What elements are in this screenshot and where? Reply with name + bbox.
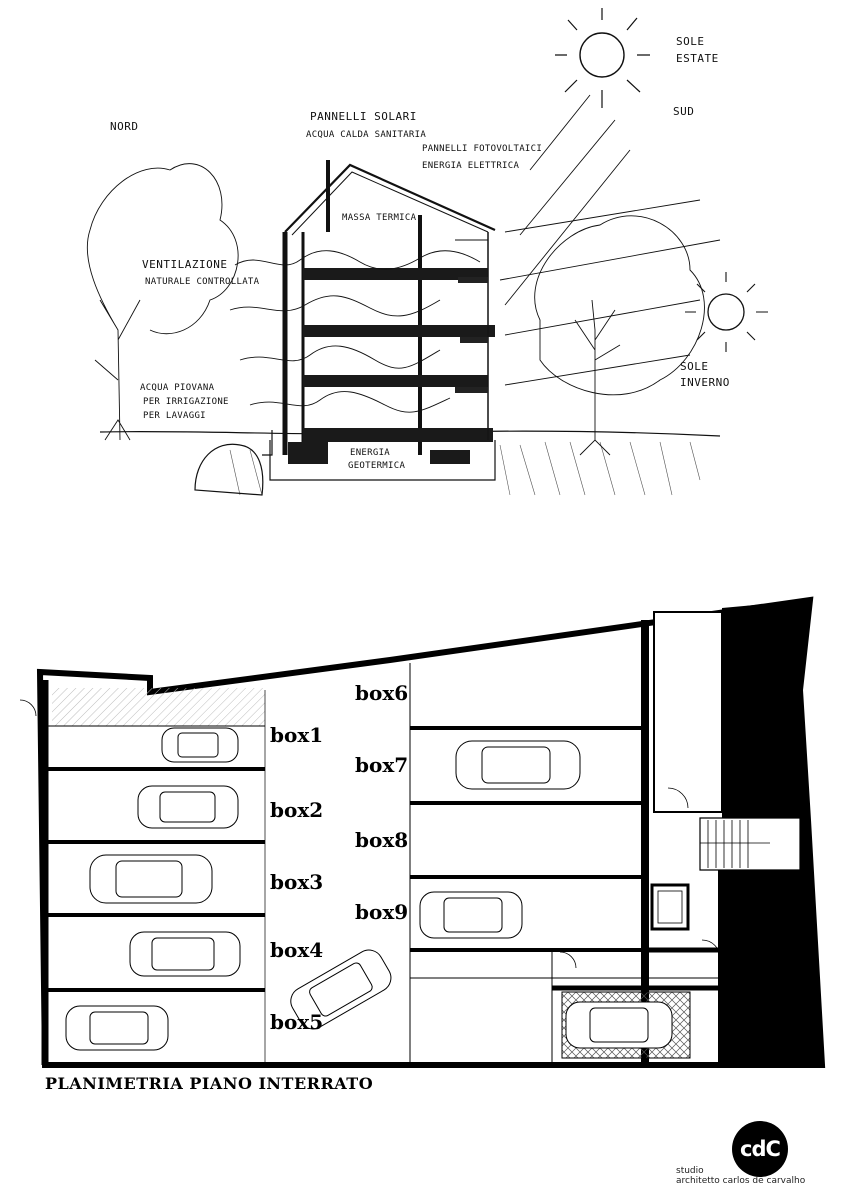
label-nord: NORD	[110, 120, 139, 133]
label-geotermica-2: GEOTERMICA	[348, 461, 405, 471]
car-box7	[455, 740, 581, 790]
label-ventilazione-2: NATURALE CONTROLLATA	[145, 277, 260, 287]
studio-line-2: architetto carlos de carvalho	[676, 1176, 806, 1186]
winter-sun-rays	[499, 199, 721, 386]
car-box1	[161, 727, 239, 763]
label-pannelli-solari-1: PANNELLI SOLARI	[310, 110, 417, 123]
right-box-walls	[410, 726, 645, 952]
box-label-2: box2	[270, 798, 323, 822]
label-sole-estate-2: ESTATE	[676, 52, 719, 65]
studio-line-1: studio	[676, 1166, 704, 1176]
tree-nord	[86, 163, 239, 441]
label-sud: SUD	[673, 105, 694, 118]
floor-plan: box1 box2 box3 box4 box5 box6 box7 box8 …	[19, 596, 826, 1068]
sun-summer-icon	[555, 8, 650, 108]
label-fotovoltaici-2: ENERGIA ELETTRICA	[422, 161, 519, 171]
box-label-7: box7	[355, 753, 408, 777]
car-box4	[129, 931, 241, 977]
label-fotovoltaici-1: PANNELLI FOTOVOLTAICI	[422, 144, 542, 154]
box-label-6: box6	[355, 681, 408, 705]
tree-sud	[534, 215, 705, 456]
car-aisle	[290, 949, 392, 1030]
label-geotermica-1: ENERGIA	[350, 448, 390, 458]
ground-hatching	[229, 441, 701, 496]
box-label-5: box5	[270, 1010, 323, 1034]
summer-sun-rays	[504, 94, 631, 306]
ventilation-flow	[229, 250, 481, 413]
label-pannelli-solari-2: ACQUA CALDA SANITARIA	[306, 130, 426, 140]
car-box3	[89, 854, 213, 904]
label-acqua-1: ACQUA PIOVANA	[140, 383, 215, 393]
studio-credit: studio architetto carlos de carvalho	[676, 1166, 805, 1186]
hatched-ramp	[52, 688, 265, 726]
box-label-3: box3	[270, 870, 323, 894]
car-garage	[565, 1001, 673, 1049]
label-acqua-3: PER LAVAGGI	[143, 411, 206, 421]
door-swing	[19, 699, 721, 969]
label-massa-termica: MASSA TERMICA	[342, 213, 417, 223]
section-sketch	[86, 8, 768, 496]
rainwater-cistern	[194, 430, 273, 496]
studio-logo: cdC	[732, 1121, 788, 1177]
cars	[65, 727, 673, 1051]
car-box2	[137, 785, 239, 829]
box-label-9: box9	[355, 900, 408, 924]
label-sole-estate-1: SOLE	[676, 35, 705, 48]
car-box9	[419, 891, 523, 939]
elevator-shaft	[650, 883, 690, 931]
box-label-1: box1	[270, 723, 323, 747]
sketch-labels: NORD SUD SOLE ESTATE SOLE INVERNO PANNEL…	[110, 35, 730, 471]
left-box-walls	[48, 725, 265, 992]
label-ventilazione-1: VENTILAZIONE	[142, 258, 227, 271]
sun-winter-icon	[685, 272, 768, 352]
car-box5	[65, 1005, 169, 1051]
box-label-8: box8	[355, 828, 408, 852]
label-acqua-2: PER IRRIGAZIONE	[143, 397, 229, 407]
label-sole-inverno-1: SOLE	[680, 360, 709, 373]
building-section	[269, 160, 496, 481]
label-sole-inverno-2: INVERNO	[680, 376, 730, 389]
plan-title: PLANIMETRIA PIANO INTERRATO	[45, 1074, 374, 1093]
box-label-4: box4	[270, 938, 323, 962]
stairs	[700, 820, 770, 868]
